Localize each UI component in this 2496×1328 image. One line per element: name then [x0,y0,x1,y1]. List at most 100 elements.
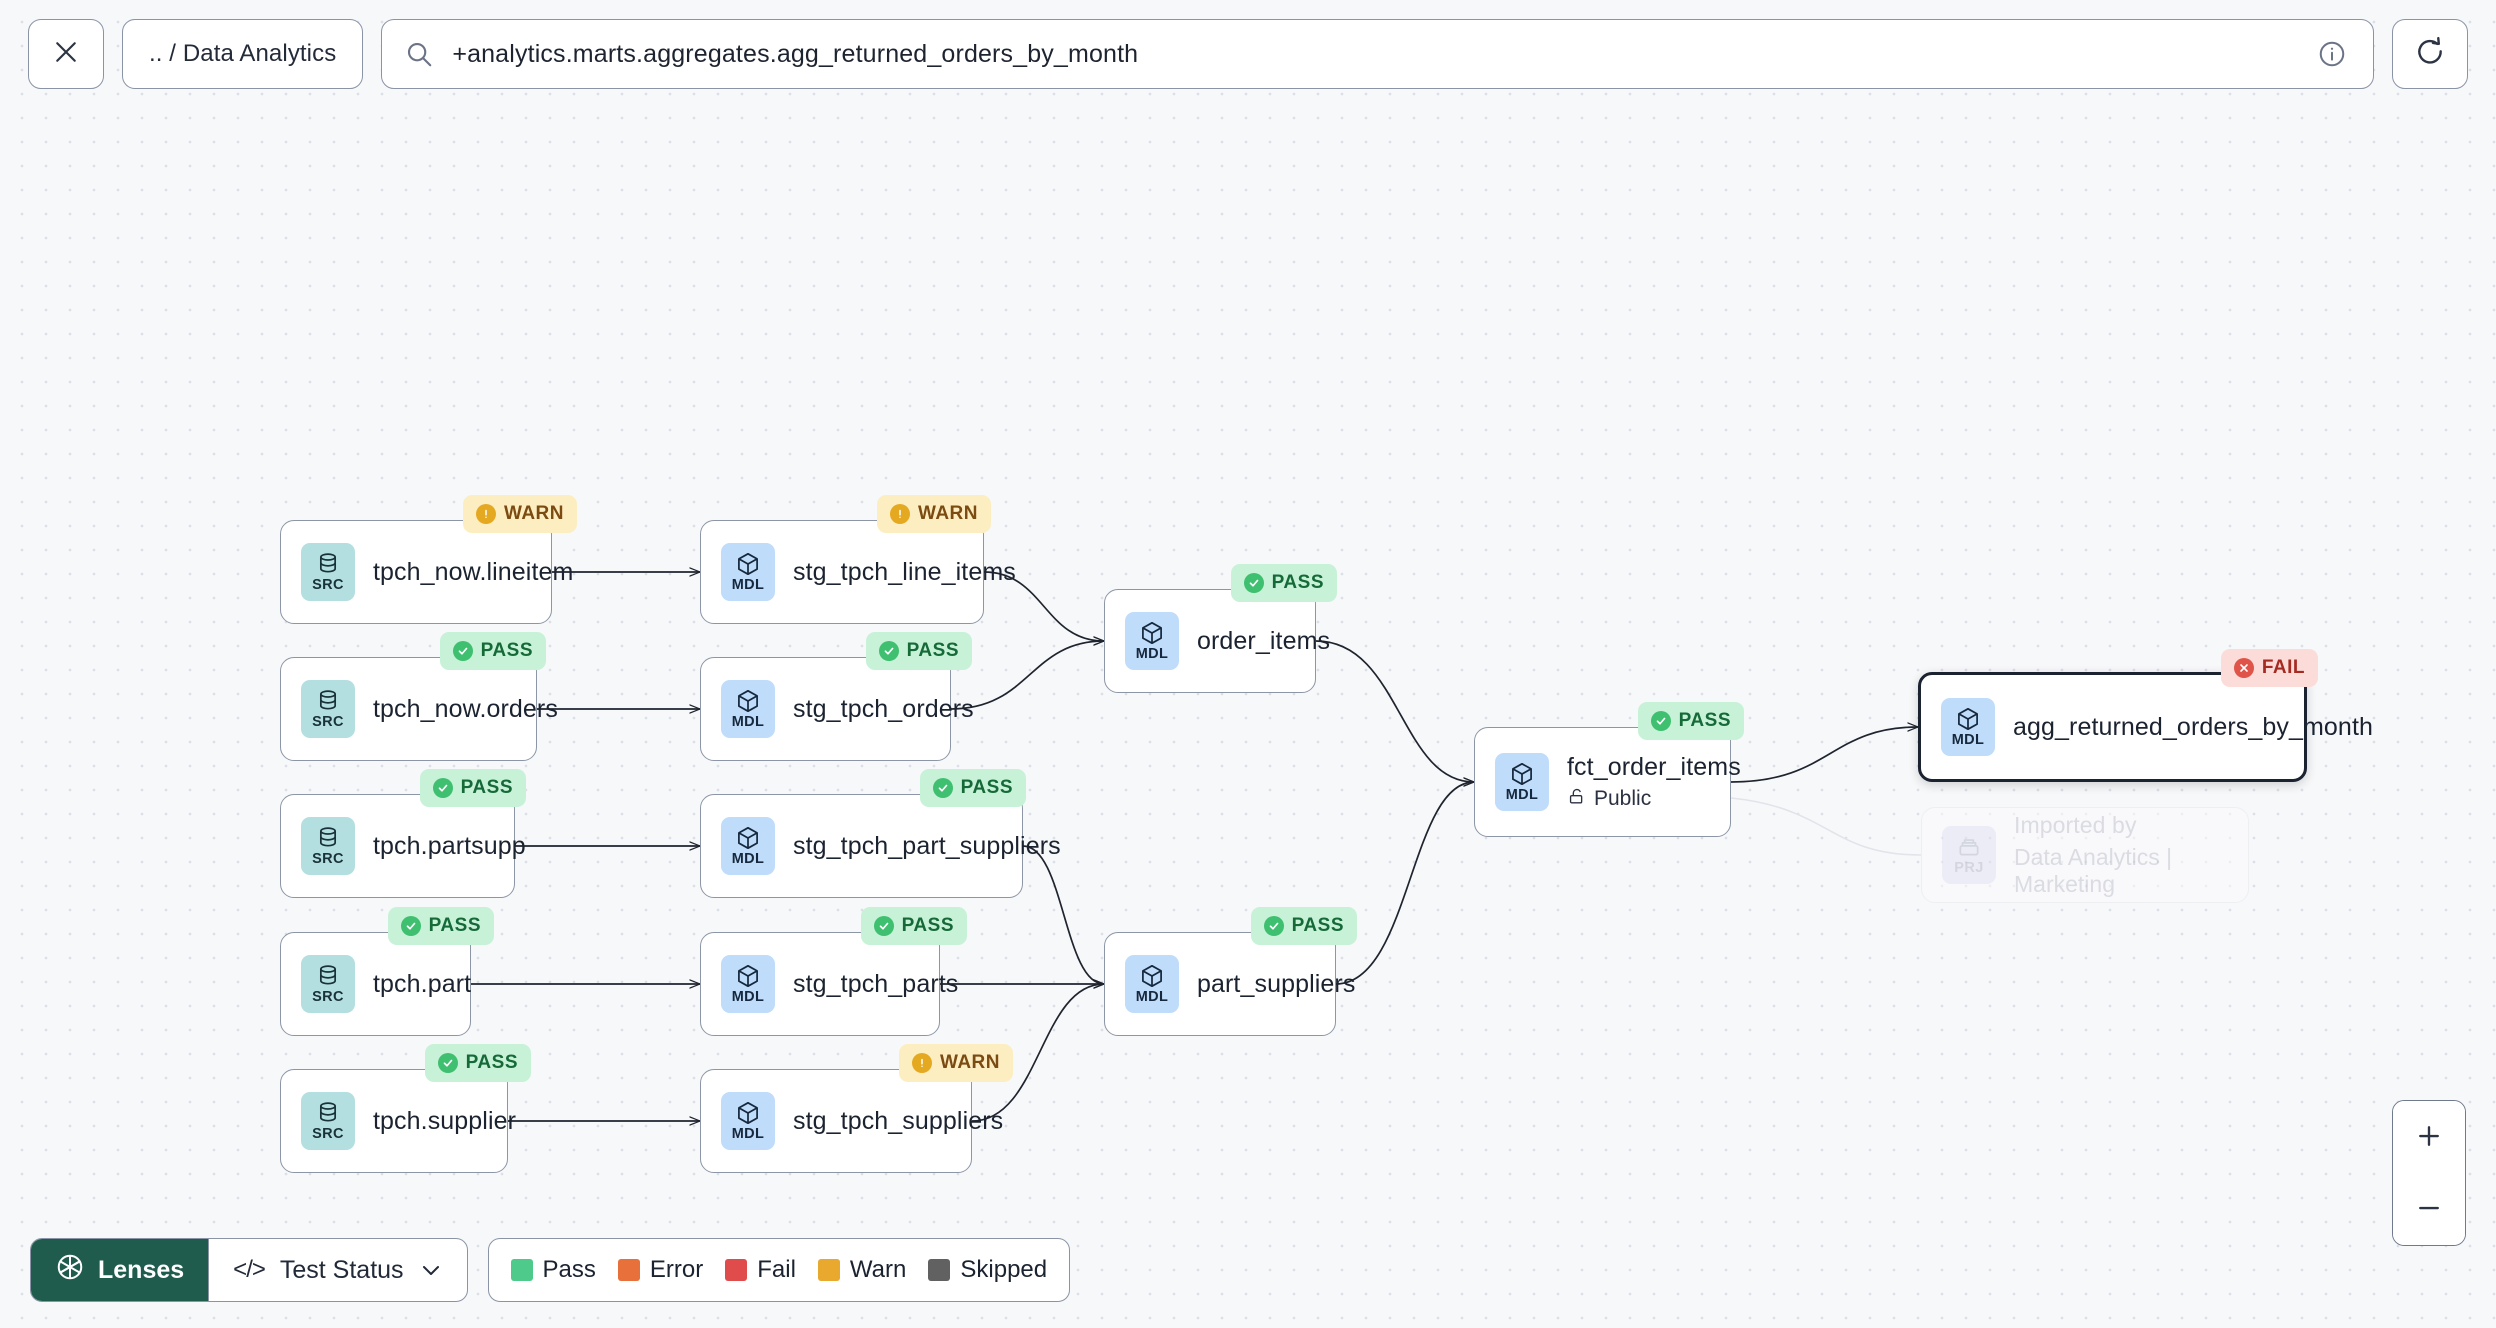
node-body: stg_tpch_orders [793,695,974,724]
node-type-label: MDL [731,577,765,594]
refresh-button[interactable] [2392,19,2468,89]
graph-node-tpch_now_orders[interactable]: PASS SRC tpch_now.orders [280,632,558,761]
imported-by-label: Imported by [2014,812,2137,838]
status-badge-pass: PASS [387,907,494,945]
legend-item-fail[interactable]: Fail [725,1256,796,1284]
node-title: tpch_now.orders [373,694,558,723]
breadcrumb-label: .. / Data Analytics [149,40,337,67]
legend-item-pass[interactable]: Pass [510,1256,596,1284]
status-warn-icon [475,504,496,524]
node-type-icon-src: SRC [301,817,355,875]
node-type-icon-mdl: MDL [1125,955,1179,1013]
node-title: tpch_now.lineitem [373,557,574,586]
node-type-icon-mdl: MDL [1495,753,1549,811]
status-label: PASS [428,915,481,936]
legend-swatch [725,1259,748,1281]
zoom-controls [2392,1100,2466,1246]
bottom-toolbar: Lenses </> Test Status Pass Error Fail Warn… [30,1238,1071,1302]
lineage-search-input[interactable]: +analytics.marts.aggregates.agg_returned… [381,19,2374,89]
legend-swatch [617,1259,640,1281]
status-badge-warn: WARN [898,1044,1013,1082]
graph-edge [1730,727,1918,783]
status-badge-fail: FAIL [2220,649,2318,687]
status-badge-pass: PASS [419,769,526,807]
status-label: PASS [1678,710,1731,731]
node-type-icon-src: SRC [301,955,355,1013]
legend-swatch [510,1259,533,1281]
node-type-icon-mdl: MDL [1125,612,1179,670]
node-body: stg_tpch_suppliers [793,1107,1003,1136]
test-status-dropdown[interactable]: </> Test Status [208,1239,466,1301]
status-label: PASS [960,777,1013,798]
graph-node-tpch_now_lineitem[interactable]: WARN SRC tpch_now.lineitem [280,495,577,624]
status-badge-pass: PASS [1230,564,1337,602]
node-title: tpch.supplier [373,1106,517,1135]
info-icon[interactable] [2317,39,2347,69]
graph-edge [1022,845,1104,984]
node-type-label: MDL [1135,646,1169,663]
status-label: PASS [480,640,533,661]
refresh-icon [2414,36,2446,73]
status-pass-icon [1650,711,1671,731]
edge-layer [471,108,1922,1328]
close-button[interactable] [28,19,104,89]
node-type-label: SRC [312,1126,344,1143]
node-body: agg_returned_orders_by_month [2013,712,2373,742]
lenses-button[interactable]: Lenses [31,1239,209,1301]
plus-icon [2414,1121,2444,1154]
status-badge-pass: PASS [439,632,546,670]
legend-label: Error [649,1256,704,1283]
status-label: PASS [1271,572,1324,593]
graph-node-stg_tpch_suppliers[interactable]: WARN MDL stg_tpch_suppliers [700,1044,1013,1173]
node-type-icon-mdl: MDL [721,955,775,1013]
legend-swatch [817,1259,840,1281]
graph-node-part_suppliers[interactable]: PASS MDL part_suppliers [1104,907,1357,1036]
node-type-icon-mdl: MDL [721,680,775,738]
status-label: PASS [465,1052,518,1073]
node-title: agg_returned_orders_by_month [2013,712,2373,741]
legend-item-warn[interactable]: Warn [817,1256,907,1284]
aperture-icon [55,1252,85,1289]
zoom-out-button[interactable] [2393,1173,2465,1245]
node-type-icon-src: SRC [301,680,355,738]
status-badge-warn: WARN [462,495,577,533]
node-type-label: SRC [312,714,344,731]
node-type-label: SRC [312,577,344,594]
node-type-label: MDL [1505,787,1539,804]
node-type-icon-src: SRC [301,1092,355,1150]
node-body: stg_tpch_part_suppliers [793,832,1061,861]
code-icon: </> [233,1256,266,1283]
node-body: tpch_now.lineitem [373,557,574,587]
legend-label: Warn [849,1256,907,1283]
close-icon [51,37,81,72]
node-visibility: Public [1567,787,1710,812]
legend-item-error[interactable]: Error [617,1256,704,1284]
graph-node-tpch_supplier[interactable]: PASS SRC tpch.supplier [280,1044,531,1173]
status-legend: Pass Error Fail Warn Skipped [487,1238,1071,1302]
legend-item-skipped[interactable]: Skipped [928,1256,1047,1284]
legend-swatch [928,1259,951,1281]
graph-edge [950,641,1104,710]
breadcrumb-button[interactable]: .. / Data Analytics [122,19,364,89]
node-body: part_suppliers [1197,970,1355,999]
zoom-in-button[interactable] [2393,1101,2465,1173]
lock-open-icon [1567,787,1586,812]
node-type-icon-mdl: MDL [721,1092,775,1150]
search-value: +analytics.marts.aggregates.agg_returned… [452,39,1139,68]
status-warn-icon [911,1053,932,1073]
status-badge-pass: PASS [1250,907,1357,945]
node-body: tpch_now.orders [373,694,558,724]
status-label: PASS [901,915,954,936]
